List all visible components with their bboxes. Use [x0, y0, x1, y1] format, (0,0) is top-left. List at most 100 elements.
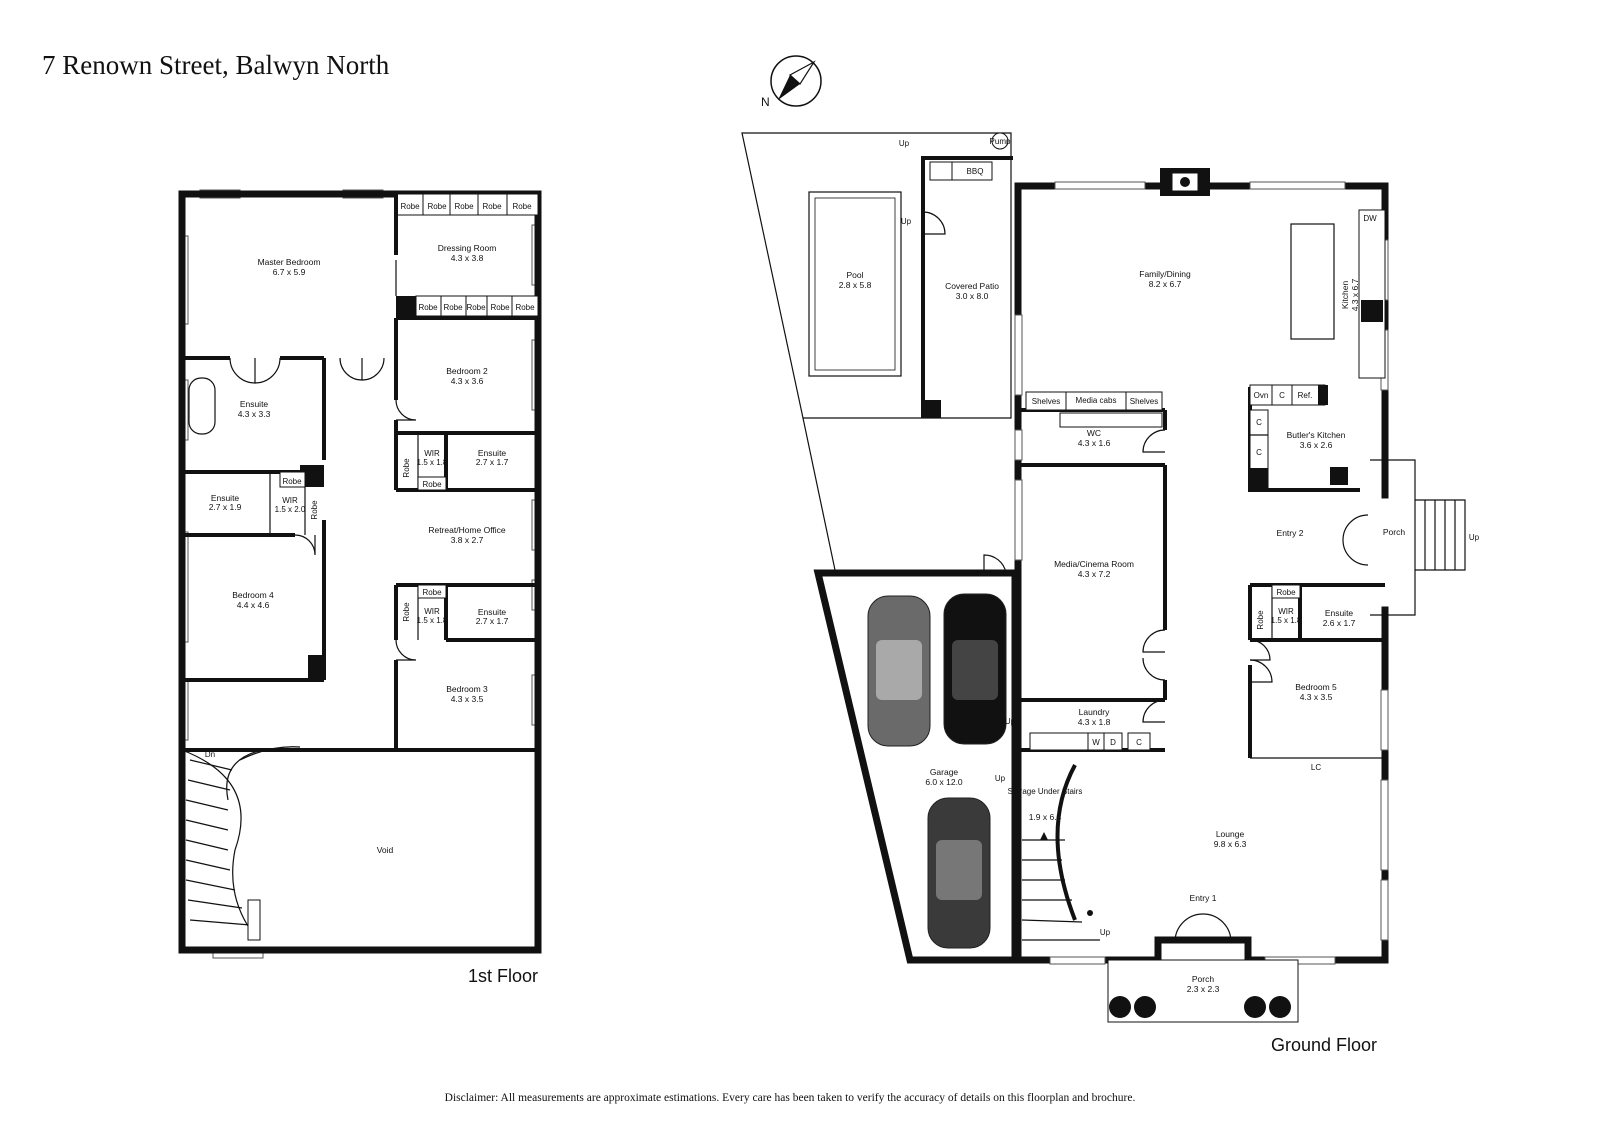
svg-text:W: W	[1092, 738, 1100, 747]
room-wc: WC 4.3 x 1.6	[1078, 428, 1111, 448]
room-entry-2: Entry 2	[1277, 528, 1304, 538]
room-bedroom-2: Bedroom 2 4.3 x 3.6	[446, 366, 488, 386]
svg-text:Entry 2: Entry 2	[1277, 528, 1304, 538]
svg-text:Robe: Robe	[1256, 610, 1265, 630]
svg-text:Bedroom 3: Bedroom 3	[446, 684, 488, 694]
svg-text:Robe: Robe	[422, 480, 442, 489]
svg-text:Dressing Room: Dressing Room	[438, 243, 497, 253]
svg-text:Porch: Porch	[1192, 974, 1214, 984]
svg-text:C: C	[1256, 418, 1262, 427]
compass-north-label: N	[761, 95, 770, 109]
svg-text:6.7 x 5.9: 6.7 x 5.9	[273, 267, 306, 277]
svg-text:Robe: Robe	[422, 588, 442, 597]
room-retreat: Retreat/Home Office 3.8 x 2.7	[428, 525, 506, 545]
svg-text:Ensuite: Ensuite	[478, 448, 507, 458]
room-ensuite-master: Ensuite 4.3 x 3.3	[238, 399, 271, 419]
room-kitchen: Kitchen 4.3 x 6.7	[1340, 278, 1360, 311]
svg-text:Shelves: Shelves	[1130, 397, 1158, 406]
room-lounge: Lounge 9.8 x 6.3	[1214, 829, 1247, 849]
svg-text:Robe: Robe	[443, 303, 463, 312]
svg-text:2.6 x 1.7: 2.6 x 1.7	[1323, 618, 1356, 628]
svg-text:Pool: Pool	[846, 270, 863, 280]
svg-text:4.3 x 1.8: 4.3 x 1.8	[1078, 717, 1111, 727]
ground-floor-plan: Pool 2.8 x 5.8 BBQ Pump Covered Patio 3.…	[741, 132, 1480, 1055]
svg-text:Robe: Robe	[466, 303, 486, 312]
svg-text:4.3 x 3.5: 4.3 x 3.5	[1300, 692, 1333, 702]
disclaimer-text: Disclaimer: All measurements are approxi…	[445, 1092, 1136, 1104]
svg-text:Ovn: Ovn	[1254, 391, 1269, 400]
svg-text:Ref.: Ref.	[1298, 391, 1313, 400]
car-icon	[867, 595, 931, 747]
svg-text:Robe: Robe	[512, 202, 532, 211]
svg-text:4.3 x 1.6: 4.3 x 1.6	[1078, 438, 1111, 448]
room-wir-2: WIR 1.5 x 1.8	[417, 449, 448, 467]
svg-text:WIR: WIR	[424, 449, 440, 458]
pool: Pool 2.8 x 5.8	[808, 191, 902, 377]
svg-text:Pump: Pump	[990, 137, 1011, 146]
svg-text:Robe: Robe	[282, 477, 302, 486]
svg-text:Shelves: Shelves	[1032, 397, 1060, 406]
svg-text:Garage: Garage	[930, 767, 959, 777]
room-bedroom-4: Bedroom 4 4.4 x 4.6	[232, 590, 274, 610]
car-icon	[943, 593, 1007, 745]
svg-text:C: C	[1136, 738, 1142, 747]
svg-text:Robe: Robe	[1276, 588, 1296, 597]
svg-text:Robe: Robe	[402, 458, 411, 478]
svg-text:Covered Patio: Covered Patio	[945, 281, 999, 291]
svg-text:Up: Up	[1005, 717, 1016, 726]
svg-text:3.0 x 8.0: 3.0 x 8.0	[956, 291, 989, 301]
room-laundry: Laundry 4.3 x 1.8	[1078, 707, 1111, 727]
svg-text:Robe: Robe	[402, 602, 411, 622]
svg-text:4.3 x 3.6: 4.3 x 3.6	[451, 376, 484, 386]
room-wir-3: WIR 1.5 x 1.8	[417, 607, 448, 625]
svg-text:Ensuite: Ensuite	[240, 399, 269, 409]
svg-text:4.4 x 4.6: 4.4 x 4.6	[237, 600, 270, 610]
svg-text:Storage Under Stairs: Storage Under Stairs	[1008, 787, 1083, 796]
room-family-dining: Family/Dining 8.2 x 6.7	[1139, 269, 1191, 289]
svg-text:Family/Dining: Family/Dining	[1139, 269, 1191, 279]
svg-text:Robe: Robe	[400, 202, 420, 211]
svg-text:Ensuite: Ensuite	[1325, 608, 1354, 618]
room-wir-5: WIR 1.5 x 1.8	[1271, 607, 1302, 625]
svg-text:4.3 x 7.2: 4.3 x 7.2	[1078, 569, 1111, 579]
north-compass: N	[761, 55, 822, 109]
svg-text:Lounge: Lounge	[1216, 829, 1245, 839]
front-porch: Porch 2.3 x 2.3	[1107, 959, 1299, 1023]
svg-text:Robe: Robe	[454, 202, 474, 211]
svg-text:C: C	[1279, 391, 1285, 400]
room-ensuite-5: Ensuite 2.6 x 1.7	[1323, 608, 1356, 628]
svg-text:Bedroom 4: Bedroom 4	[232, 590, 274, 600]
svg-text:Up: Up	[901, 217, 912, 226]
svg-text:Robe: Robe	[418, 303, 438, 312]
svg-text:Laundry: Laundry	[1079, 707, 1110, 717]
svg-text:Ensuite: Ensuite	[478, 607, 507, 617]
svg-text:Media/Cinema Room: Media/Cinema Room	[1054, 559, 1134, 569]
svg-text:1.5 x 1.8: 1.5 x 1.8	[1271, 616, 1302, 625]
svg-text:3.6 x 2.6: 3.6 x 2.6	[1300, 440, 1333, 450]
covered-patio: BBQ Pump Covered Patio 3.0 x 8.0 Up Up	[899, 132, 1013, 418]
svg-text:Up: Up	[899, 139, 910, 148]
svg-text:2.8 x 5.8: 2.8 x 5.8	[839, 280, 872, 290]
svg-text:1.5 x 1.8: 1.5 x 1.8	[417, 458, 448, 467]
svg-text:Media cabs: Media cabs	[1076, 396, 1117, 405]
room-bedroom-3: Bedroom 3 4.3 x 3.5	[446, 684, 488, 704]
svg-text:3.8 x 2.7: 3.8 x 2.7	[451, 535, 484, 545]
svg-text:6.0 x 12.0: 6.0 x 12.0	[925, 777, 963, 787]
first-floor-label: 1st Floor	[468, 966, 538, 986]
svg-text:D: D	[1110, 738, 1116, 747]
room-ensuite-2: Ensuite 2.7 x 1.7	[476, 448, 509, 467]
svg-text:Robe: Robe	[482, 202, 502, 211]
svg-text:WIR: WIR	[424, 607, 440, 616]
svg-text:Kitchen: Kitchen	[1340, 281, 1350, 310]
room-ensuite-4: Ensuite 2.7 x 1.9	[209, 493, 242, 512]
svg-text:8.2 x 6.7: 8.2 x 6.7	[1149, 279, 1182, 289]
svg-text:1.9 x 6.4: 1.9 x 6.4	[1029, 812, 1062, 822]
svg-text:Retreat/Home Office: Retreat/Home Office	[428, 525, 506, 535]
svg-text:WIR: WIR	[282, 496, 298, 505]
room-bedroom-5: Bedroom 5 4.3 x 3.5	[1295, 682, 1337, 702]
first-floor-plan: Robe Robe Robe Robe Robe Robe Robe Robe …	[178, 189, 542, 986]
svg-text:2.7 x 1.7: 2.7 x 1.7	[476, 616, 509, 626]
svg-text:9.8 x 6.3: 9.8 x 6.3	[1214, 839, 1247, 849]
svg-text:Robe: Robe	[490, 303, 510, 312]
